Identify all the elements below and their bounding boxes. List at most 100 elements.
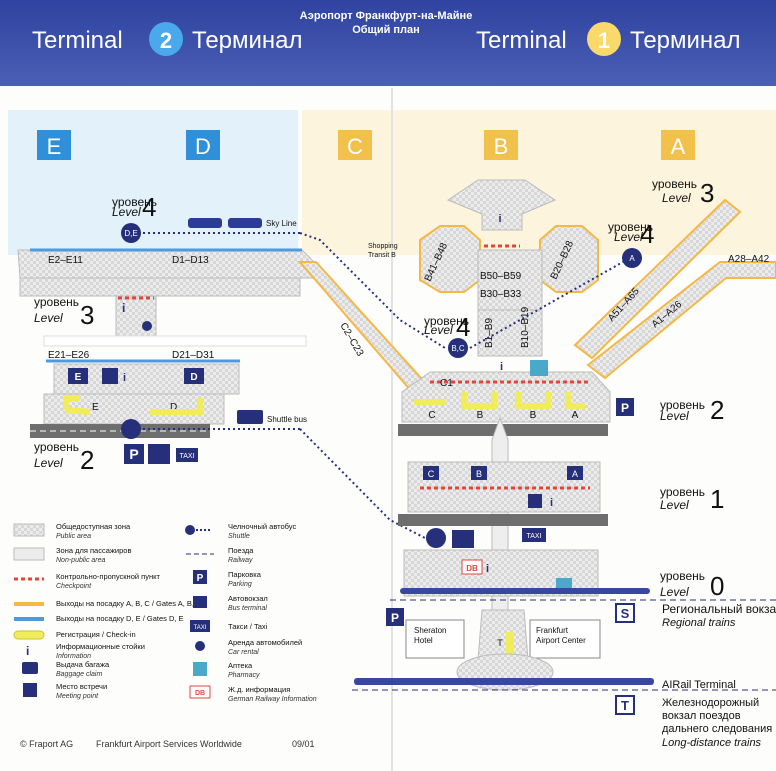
pier-b-head (446, 179, 557, 231)
skyline-stop-a (622, 248, 642, 268)
frankfurt-airport-center (529, 619, 601, 659)
db-info-icon (461, 559, 483, 575)
regional-ru: Региональный вокзал (662, 602, 776, 616)
t2-level3-num: 3 (80, 300, 94, 330)
legend-baggage-ru: Выдача багажа (56, 660, 110, 669)
terminal2-label: Terminal (32, 27, 123, 54)
legend-nonpublic-en: Non-public area (56, 557, 106, 564)
fac-line2: Airport Center (536, 636, 586, 645)
footer-date: 09/01 (292, 739, 315, 749)
legend-meeting-ru: Место встречи (56, 682, 107, 691)
t1-level4a-en: Level (614, 230, 643, 244)
t1-checkin-b-counter1 (461, 392, 497, 409)
legend-info-icon: i (26, 644, 29, 658)
pier-b-neck (477, 309, 543, 357)
t2-concourse-mid (19, 277, 301, 297)
t1-parking-label: P (621, 401, 629, 415)
t1-level4b-ru: уровень (424, 314, 469, 328)
t2-taxi-label: TAXI (179, 453, 194, 460)
legend-public-ru: Общедоступная зона (56, 522, 131, 531)
t2-parking-label: P (129, 446, 138, 462)
pier-a-badge (661, 130, 695, 160)
t1-baggage-b-label: B (476, 469, 482, 479)
legend-col1: Общедоступная зона Public area Зона для … (13, 522, 202, 700)
t1-parking-label-2: P (391, 611, 399, 625)
gate-d21-d31: D21–D31 (172, 350, 215, 361)
t1-level3-ru: уровень (652, 177, 697, 191)
legend-car-rental-ru: Аренда автомобилей (228, 638, 302, 647)
longdist-ru3: дальнего следования (662, 723, 772, 735)
t1-level2-num: 2 (710, 395, 724, 425)
legend-taxi-ru: Такси / Taxi (228, 622, 268, 631)
t1-level1-en: Level (660, 498, 689, 512)
t2-level3-en: Level (34, 311, 63, 325)
gate-a28-a42: A28–A42 (728, 254, 770, 265)
t1-level4a-ru: уровень (608, 220, 653, 234)
t1-level1-ru: уровень (660, 485, 705, 499)
legend-meeting-icon (23, 683, 37, 697)
pier-b-badge (484, 130, 518, 160)
legend-parking-symbol: P (197, 573, 204, 584)
skyline-stop-a-label: A (629, 254, 635, 263)
legend-checkin: Регистрация / Check-in (56, 630, 136, 639)
t1-bus-terminal-icon (452, 530, 474, 548)
t1-baggage-a-icon (567, 466, 583, 480)
t2-baggage-d-icon (184, 368, 204, 384)
legend-db-symbol: DB (195, 690, 205, 697)
airail-t-label: T (497, 638, 503, 648)
subtitle-line2: Общий план (352, 24, 420, 36)
legend-taxi-icon (190, 620, 210, 632)
t1-checkin-c-label: C (428, 410, 435, 421)
skyline-track-link (299, 232, 446, 349)
t2-checkin-d-counter (150, 398, 203, 415)
skyline-train-car1 (188, 218, 222, 228)
t1-checkin-a-counter (565, 392, 585, 409)
legend-bus-ru: Автовокзал (228, 594, 268, 603)
legend-pharmacy-ru: Аптека (228, 661, 253, 670)
terminal1-badge (587, 22, 621, 56)
legend-parking-icon (193, 570, 207, 584)
legend-checkpoint-en: Checkpoint (56, 583, 92, 590)
t2-level2-num: 2 (80, 445, 94, 475)
t2-level3-info: i (122, 301, 125, 315)
pier-b-center (477, 249, 543, 311)
t1-parking-icon (616, 398, 634, 416)
skyline-label: Sky Line (266, 219, 297, 228)
skyline-stop-bc (448, 338, 468, 358)
t1-pharmacy-icon (530, 360, 548, 376)
t2-checkin-e-counter2 (65, 407, 91, 415)
pier-d-letter: D (195, 134, 211, 159)
sheraton-line2: Hotel (414, 636, 433, 645)
t1-level4b-en: Level (424, 323, 453, 337)
t1-parking-icon-2 (386, 608, 404, 626)
legend-baggage-icon (22, 662, 38, 674)
t1-checkin-a-label: A (572, 410, 579, 421)
t1-baggage-b-icon (471, 466, 487, 480)
legend-pharmacy-icon (193, 662, 207, 676)
t2-checkin-e-label: E (92, 402, 99, 413)
legend-info-en: Information (56, 653, 91, 660)
legend-baggage-en: Baggage claim (56, 671, 102, 678)
t2-level3-car-rental-icon (142, 321, 152, 331)
t1-taxi-icon (522, 528, 546, 542)
terminal2-number: 2 (160, 28, 172, 53)
legend-pharmacy-en: Pharmacy (228, 672, 260, 679)
t1-level0-ru: уровень (660, 569, 705, 583)
t2-shuttle-stop (121, 419, 141, 439)
legend-meeting-en: Meeting point (56, 693, 99, 700)
pier-a-north (573, 198, 742, 360)
sbahn-icon (615, 603, 635, 623)
t2-baggage-e-icon (68, 368, 88, 384)
t2-taxi-icon (176, 448, 198, 462)
t2-level2-ru: уровень (34, 440, 79, 454)
header-bar (0, 0, 776, 86)
legend-railway-en: Railway (228, 557, 253, 564)
terminal2-ru: Терминал (192, 27, 303, 54)
legend-db-ru: Ж.д. информация (228, 685, 290, 694)
gate-b10-b19: B10–B19 (520, 306, 531, 348)
t1-info-1: i (500, 361, 503, 373)
regional-en: Regional trains (662, 617, 736, 629)
legend-shuttle-ru: Челночный автобус (228, 522, 296, 531)
t1-meeting-point-icon (528, 494, 542, 508)
